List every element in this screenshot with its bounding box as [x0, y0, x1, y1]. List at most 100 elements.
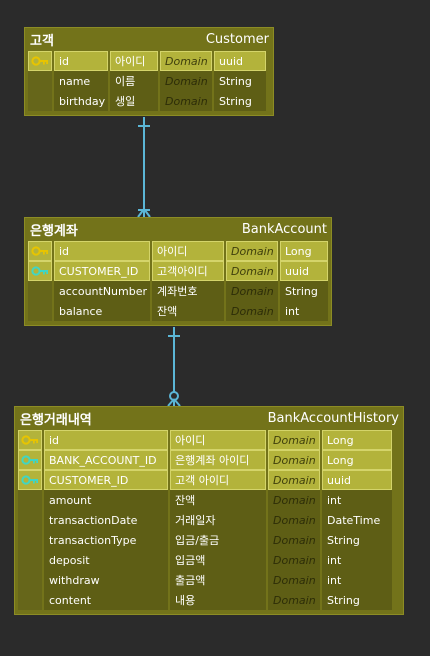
entity-header: 고객 Customer [25, 28, 273, 51]
column-type: int [322, 570, 392, 590]
column-logical-name: 이름 [110, 71, 158, 91]
column-type: uuid [322, 470, 392, 490]
column-domain: Domain [226, 261, 278, 281]
crowfoot-left [137, 208, 145, 218]
key-slot [18, 510, 42, 530]
column-logical-name: 잔액 [170, 490, 266, 510]
column-logical-name: 고객 아이디 [170, 470, 266, 490]
key-slot [28, 71, 52, 91]
column-logical-name: 아이디 [110, 51, 158, 71]
crowfoot-left [167, 398, 175, 407]
column-domain: Domain [268, 550, 320, 570]
column-type: DateTime [322, 510, 392, 530]
primary-key-icon [28, 241, 52, 261]
column-logical-name: 잔액 [152, 301, 224, 321]
column-type: uuid [280, 261, 328, 281]
entity-physical-name: BankAccount [241, 222, 327, 237]
column-domain: Domain [268, 450, 320, 470]
column-domain: Domain [268, 510, 320, 530]
column-name: CUSTOMER_ID [44, 470, 168, 490]
column-domain: Domain [226, 281, 278, 301]
key-slot [18, 490, 42, 510]
column-type: Long [322, 450, 392, 470]
column-type: Long [280, 241, 328, 261]
column-type: int [322, 490, 392, 510]
column-type: uuid [214, 51, 266, 71]
column-name: deposit [44, 550, 168, 570]
column-name: content [44, 590, 168, 610]
column-logical-name: 계좌번호 [152, 281, 224, 301]
column-domain: Domain [226, 301, 278, 321]
foreign-key-icon [18, 450, 42, 470]
column-name: id [44, 430, 168, 450]
column-domain: Domain [268, 490, 320, 510]
column-domain: Domain [160, 71, 212, 91]
column-logical-name: 은행계좌 아이디 [170, 450, 266, 470]
column-type: String [280, 281, 328, 301]
column-name: transactionType [44, 530, 168, 550]
column-domain: Domain [226, 241, 278, 261]
column-name: transactionDate [44, 510, 168, 530]
entity-header: 은행거래내역 BankAccountHistory [15, 407, 403, 430]
column-logical-name: 내용 [170, 590, 266, 610]
column-logical-name: 아이디 [152, 241, 224, 261]
column-type: Long [322, 430, 392, 450]
entity-header: 은행계좌 BankAccount [25, 218, 331, 241]
key-slot [28, 301, 52, 321]
column-name: id [54, 51, 108, 71]
column-logical-name: 입금/출금 [170, 530, 266, 550]
crowfoot-right [173, 398, 181, 407]
primary-key-icon [18, 430, 42, 450]
column-type: String [322, 590, 392, 610]
column-name: accountNumber [54, 281, 150, 301]
column-domain: Domain [160, 51, 212, 71]
foreign-key-icon [18, 470, 42, 490]
column-domain: Domain [160, 91, 212, 111]
crowfoot-right [143, 208, 151, 218]
column-name: withdraw [44, 570, 168, 590]
key-slot [28, 91, 52, 111]
column-domain: Domain [268, 530, 320, 550]
column-type: int [280, 301, 328, 321]
column-domain: Domain [268, 590, 320, 610]
foreign-key-icon [28, 261, 52, 281]
key-slot [28, 281, 52, 301]
column-type: String [214, 91, 266, 111]
key-slot [18, 570, 42, 590]
column-name: CUSTOMER_ID [54, 261, 150, 281]
column-logical-name: 출금액 [170, 570, 266, 590]
column-name: id [54, 241, 150, 261]
column-logical-name: 고객아이디 [152, 261, 224, 281]
entity-physical-name: Customer [205, 32, 269, 47]
entity-logical-name: 은행계좌 [30, 224, 78, 239]
column-logical-name: 생일 [110, 91, 158, 111]
column-type: String [214, 71, 266, 91]
column-logical-name: 거래일자 [170, 510, 266, 530]
column-logical-name: 아이디 [170, 430, 266, 450]
key-slot [18, 590, 42, 610]
entity-logical-name: 고객 [30, 34, 54, 49]
column-type: String [322, 530, 392, 550]
cardinality-zero-circle [169, 391, 179, 401]
